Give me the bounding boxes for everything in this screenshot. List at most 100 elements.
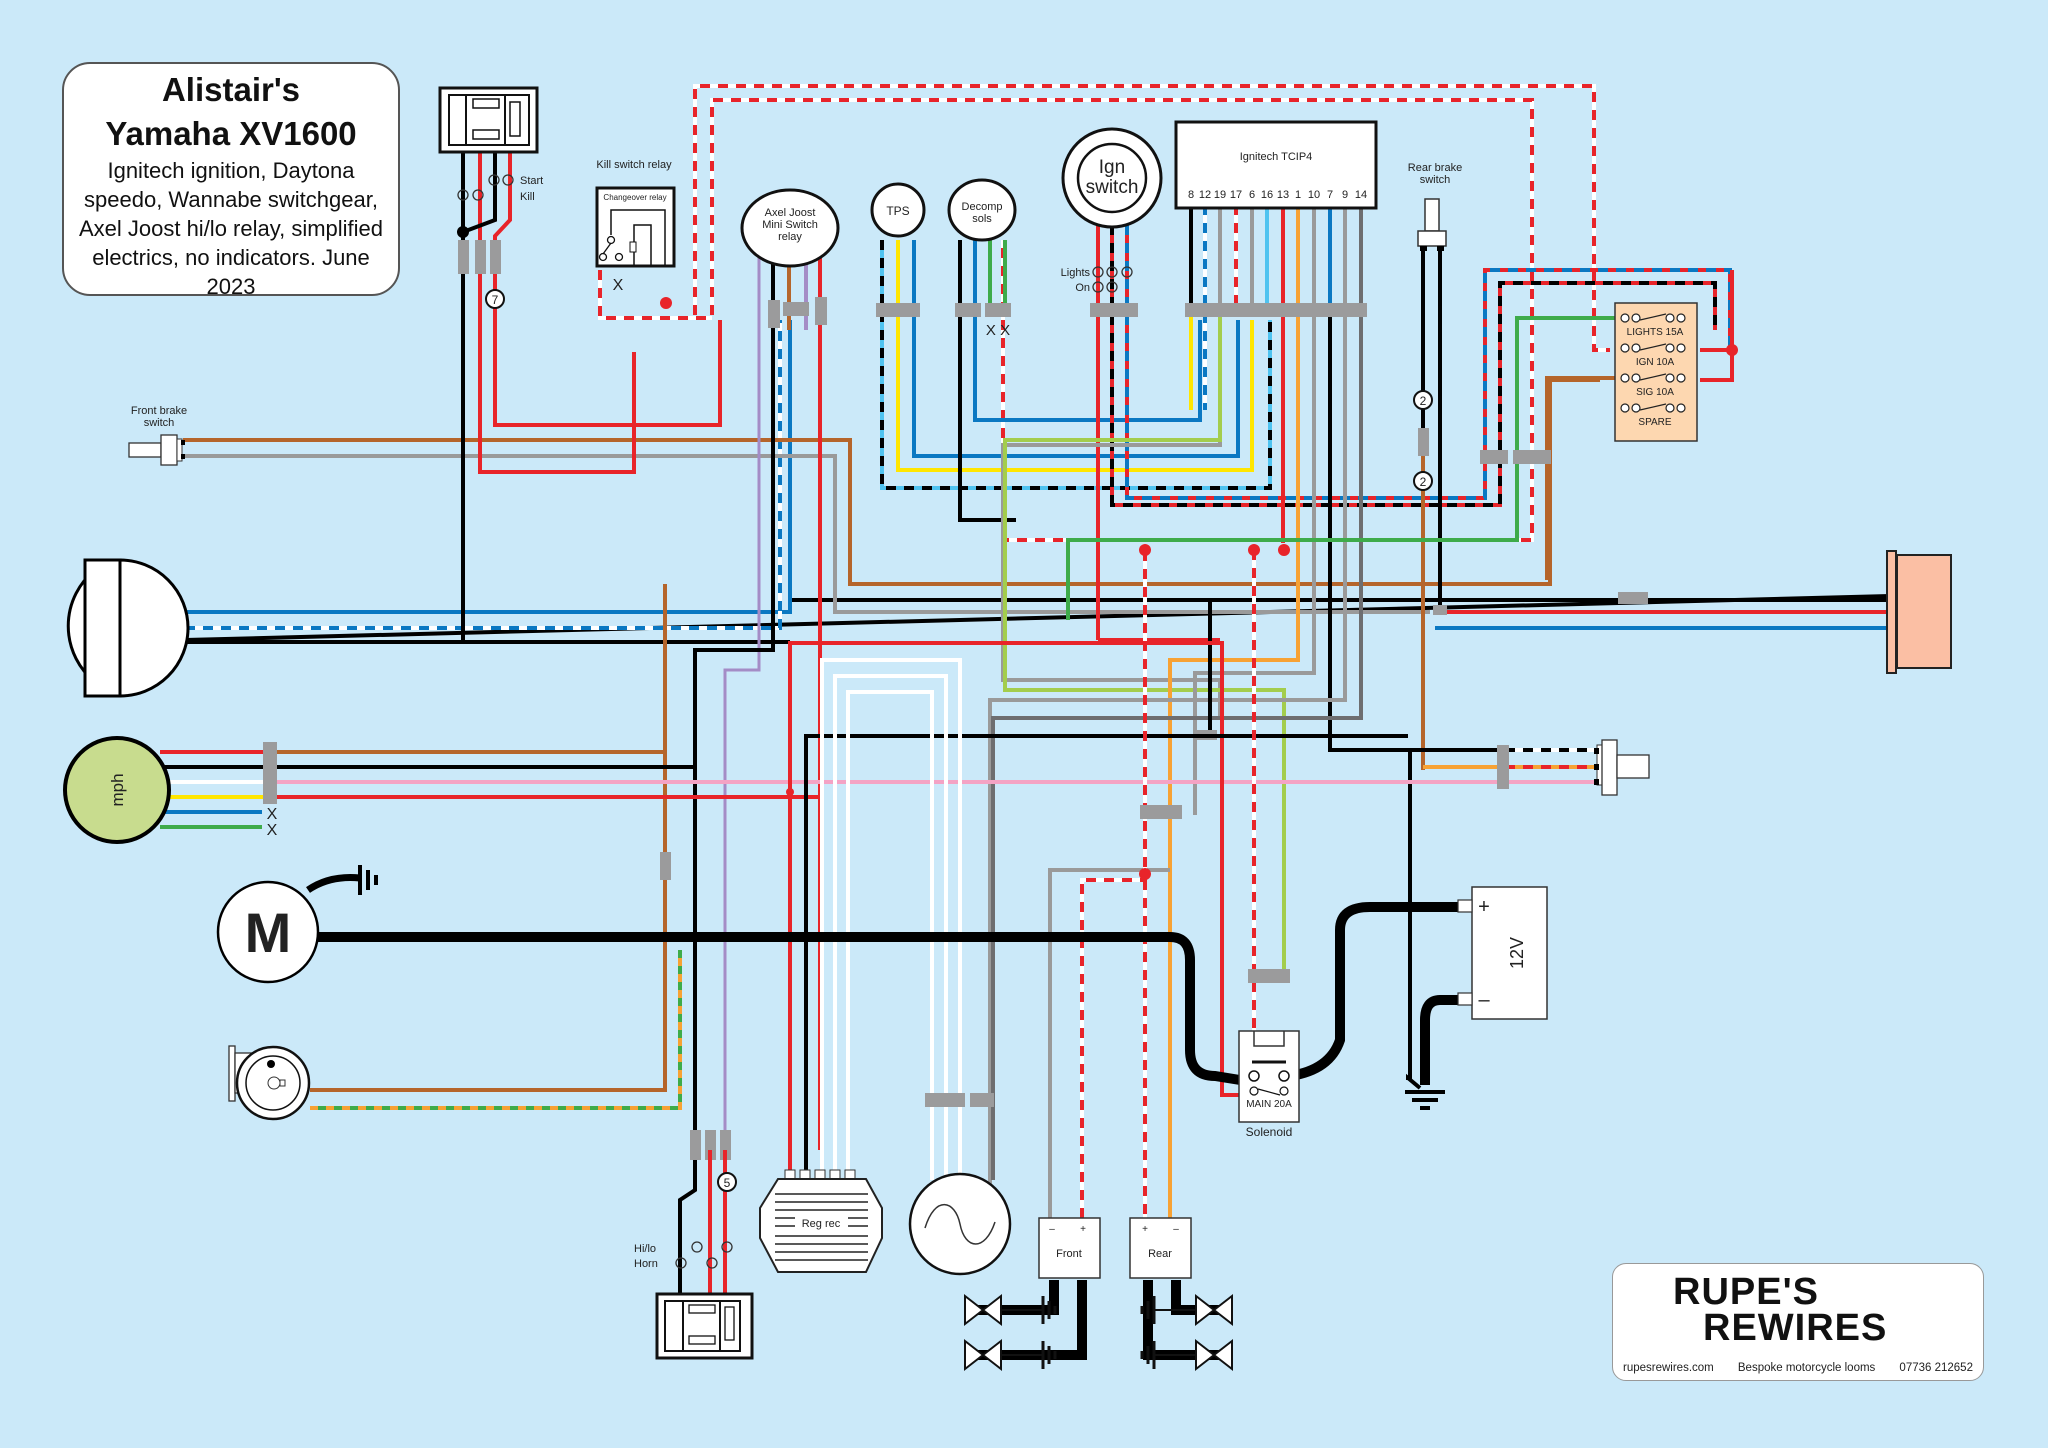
fuse-label: SPARE xyxy=(1638,417,1671,428)
spark-plugs xyxy=(964,1293,1233,1372)
spark-plug-icon xyxy=(1140,1293,1233,1327)
ignitech-pin-7: 7 xyxy=(1327,189,1333,201)
spark-plug-icon xyxy=(964,1293,1057,1327)
fuse-row[interactable]: LIGHTS 15A xyxy=(1620,313,1686,338)
starter-motor[interactable]: M xyxy=(216,880,320,984)
battery-minus: – xyxy=(1478,989,1490,1011)
ignitech-pin-1: 1 xyxy=(1295,189,1301,201)
fuse-row[interactable]: IGN 10A xyxy=(1620,343,1686,368)
kill-switch-relay[interactable]: Kill switch relay Changeover relay X xyxy=(595,159,676,294)
alternator[interactable] xyxy=(908,1172,1012,1276)
left-switchgear[interactable] xyxy=(655,1292,754,1360)
switch-label-horn: Horn xyxy=(634,1258,658,1270)
fuse-row[interactable]: SPARE xyxy=(1620,403,1686,428)
coil-plus: + xyxy=(1080,1224,1086,1235)
starter-cable xyxy=(306,865,1460,1110)
battery[interactable]: + – 12V xyxy=(1457,886,1548,1020)
headlight[interactable] xyxy=(66,558,190,698)
fuse-box[interactable]: LIGHTS 15A IGN 10A SIG 10A SPARE xyxy=(1614,302,1698,442)
plug-leads xyxy=(965,1280,1232,1360)
battery-feed xyxy=(786,641,1255,1170)
ignitech-pin-9: 9 xyxy=(1342,189,1348,201)
ignitech-pin-16: 16 xyxy=(1261,189,1273,201)
fuse-label: IGN 10A xyxy=(1636,357,1675,368)
speedo-wires: X X xyxy=(160,742,820,880)
ign-label-2: switch xyxy=(1086,177,1139,198)
starter-solenoid[interactable]: MAIN 20A Solenoid xyxy=(1238,1030,1300,1139)
horn[interactable] xyxy=(228,1045,311,1121)
right-switchgear[interactable] xyxy=(438,86,539,154)
tps-label: TPS xyxy=(886,204,909,218)
ignitech-label: Ignitech TCIP4 xyxy=(1240,151,1313,163)
unused-marker: X xyxy=(613,277,624,294)
relay-inner-label: Changeover relay xyxy=(603,193,666,202)
ignitech-pin-14: 14 xyxy=(1355,189,1367,201)
rupes-rewires-logo: RUPE'S REWIRES rupesrewires.com Bespoke … xyxy=(1612,1263,1984,1381)
logo-tagline: Bespoke motorcycle looms xyxy=(1737,1362,1876,1374)
coil-wires xyxy=(1048,544,1290,1218)
unused-marker: X xyxy=(267,822,278,839)
right-switch-wires: 7 xyxy=(457,150,722,640)
fuse-label: LIGHTS 15A xyxy=(1627,327,1684,338)
tps-sensor[interactable]: TPS xyxy=(870,182,926,238)
ground-icon xyxy=(358,865,378,895)
coil-rear-label: Rear xyxy=(1148,1248,1172,1260)
regulator-rectifier[interactable]: Reg rec xyxy=(759,1169,883,1273)
fuse-wires xyxy=(1066,270,1738,620)
coil-minus: – xyxy=(1173,1224,1179,1235)
main-harness xyxy=(183,320,1891,1110)
unused-marker: X xyxy=(267,806,278,823)
fuse-row[interactable]: SIG 10A xyxy=(1620,373,1686,398)
speedo-label: mph xyxy=(108,773,127,806)
switch-label-start: Start xyxy=(520,175,543,187)
junction-dot xyxy=(660,297,672,309)
ignition-coil-front[interactable]: – + Front xyxy=(1038,1217,1101,1279)
rear-brake-wires: 2 2 xyxy=(1413,250,1447,770)
ign-pos-lights: Lights xyxy=(1061,267,1091,279)
title-description: Ignitech ignition, Daytona speedo, Wanna… xyxy=(78,158,384,299)
tail-light[interactable] xyxy=(1886,550,1952,674)
coil-front-label: Front xyxy=(1056,1248,1082,1260)
tps-decomp-wires xyxy=(876,240,1272,522)
circle-number: 5 xyxy=(724,1176,731,1190)
switch-label-kill: Kill xyxy=(520,191,535,203)
ignitech-pin-8: 8 xyxy=(1188,189,1194,201)
circle-number: 2 xyxy=(1420,475,1427,489)
solenoid-label: Solenoid xyxy=(1246,1125,1293,1139)
ignition-switch[interactable]: Ign switch Lights On xyxy=(1061,127,1163,294)
ignitech-pin-6: 6 xyxy=(1249,189,1255,201)
ignition-coil-rear[interactable]: + – Rear xyxy=(1129,1217,1192,1279)
speedometer[interactable]: mph xyxy=(63,736,171,844)
ign-pos-on: On xyxy=(1075,282,1090,294)
ignitech-pin-13: 13 xyxy=(1277,189,1289,201)
ignitech-pin-12: 12 xyxy=(1199,189,1211,201)
oil-pressure-switch[interactable] xyxy=(1594,739,1650,796)
right-switch-positions: Start Kill xyxy=(457,174,543,203)
ignitech-pin-17: 17 xyxy=(1230,189,1242,201)
ign-label: Ign xyxy=(1099,157,1125,178)
reg-rec-ground xyxy=(804,734,1408,1170)
ground-icon xyxy=(1405,1090,1445,1110)
title-line2: Yamaha XV1600 xyxy=(105,115,357,152)
circle-number: 2 xyxy=(1420,394,1427,408)
unused-marker: X X xyxy=(986,322,1010,339)
title-line1: Alistair's xyxy=(161,71,301,108)
logo-phone: 07736 212652 xyxy=(1899,1362,1973,1374)
logo-website[interactable]: rupesrewires.com xyxy=(1623,1362,1714,1374)
solenoid-fuse: MAIN 20A xyxy=(1246,1099,1292,1110)
circle-number: 7 xyxy=(492,293,499,307)
fuse-label: SIG 10A xyxy=(1636,387,1674,398)
coil-plus: + xyxy=(1142,1224,1148,1235)
coil-minus: – xyxy=(1049,1224,1055,1235)
tail-wires xyxy=(160,592,1648,789)
ign-switch-wires xyxy=(1090,225,1732,642)
